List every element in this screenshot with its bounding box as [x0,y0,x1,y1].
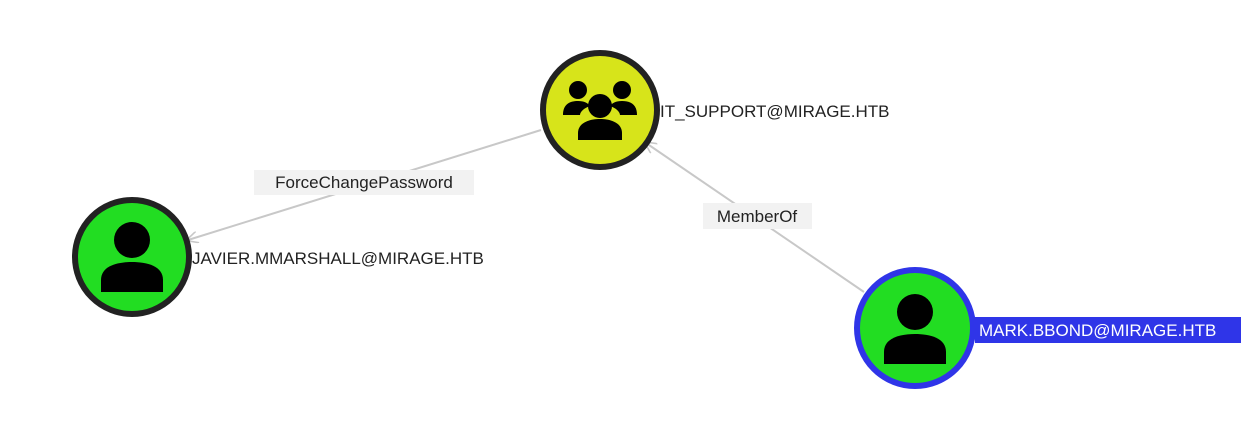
edge-memberof[interactable]: MemberOf [646,143,865,293]
node-label: IT_SUPPORT@MIRAGE.HTB [660,102,889,121]
node-javier-mmarshall[interactable]: JAVIER.MMARSHALL@MIRAGE.HTB [72,197,484,317]
node-label: JAVIER.MMARSHALL@MIRAGE.HTB [192,249,484,268]
edge-label-background [703,203,812,229]
edge-label: ForceChangePassword [275,173,453,192]
node-label: MARK.BBOND@MIRAGE.HTB [979,321,1216,340]
edge-label: MemberOf [717,207,798,226]
user-icon [884,294,946,364]
edge-forcechangepassword[interactable]: ForceChangePassword [188,129,542,240]
node-mark-bbond[interactable]: MARK.BBOND@MIRAGE.HTB [854,267,1241,389]
users-group-icon [563,81,637,140]
selected-label-background [975,317,1241,343]
user-icon [101,222,163,292]
edge-label-background [254,170,474,195]
node-it-support[interactable]: IT_SUPPORT@MIRAGE.HTB [540,50,889,170]
